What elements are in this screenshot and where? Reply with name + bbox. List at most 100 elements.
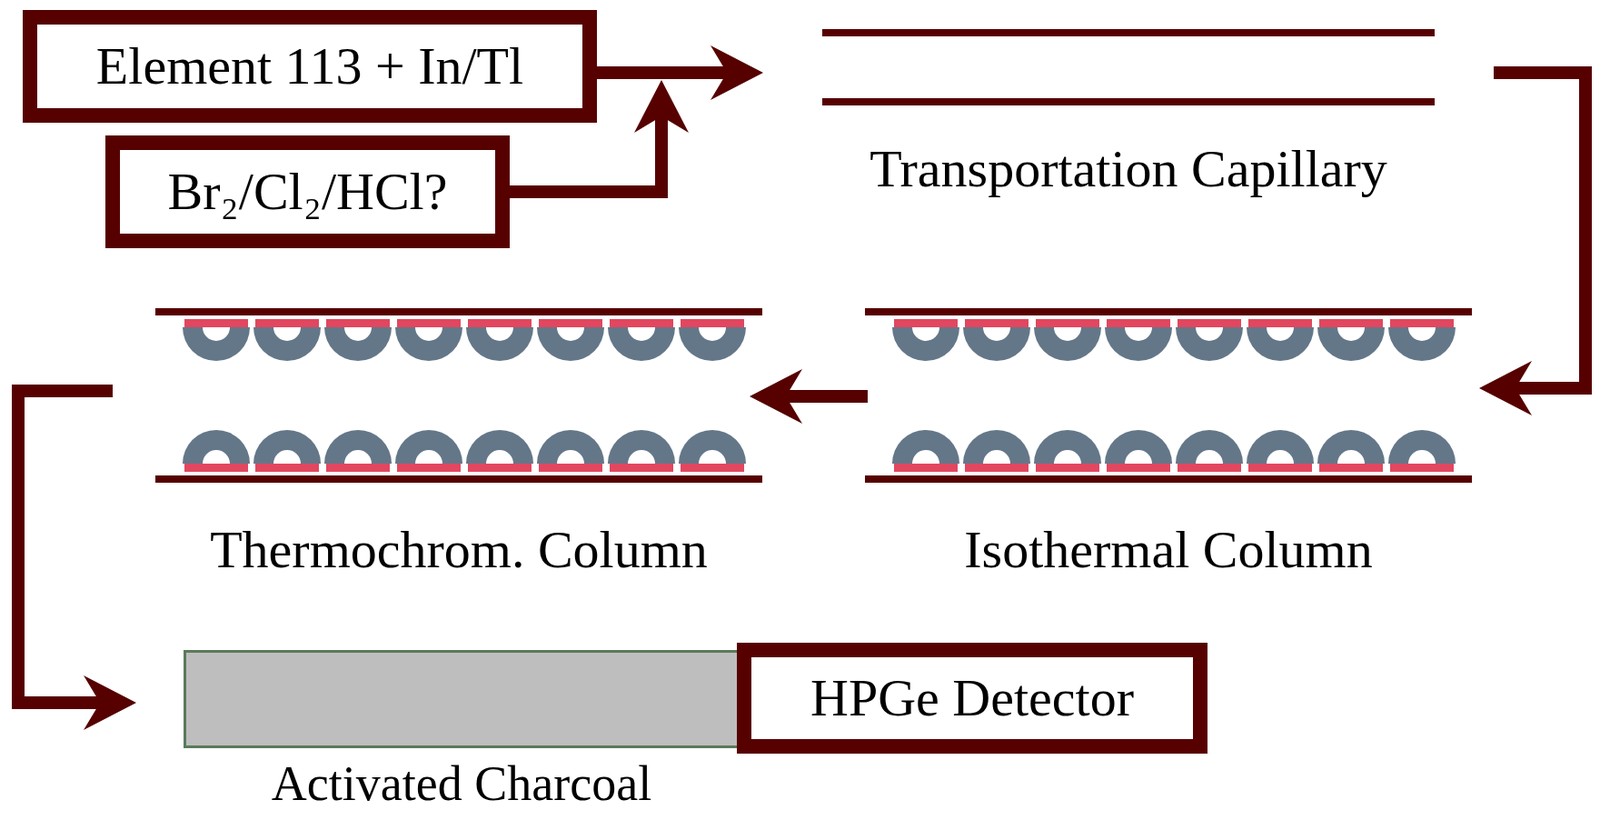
half-ring (466, 327, 534, 361)
flow-arrow (1479, 72, 1586, 416)
column-drawing (155, 304, 763, 487)
half-ring (324, 429, 392, 464)
detector-strip (326, 463, 390, 472)
flow-line (1493, 72, 1586, 388)
half-ring (253, 429, 321, 464)
half-ring (1388, 327, 1456, 361)
detector-strip (1035, 318, 1100, 328)
capillary-tube (763, 27, 1494, 110)
half-ring (395, 429, 463, 464)
detector-strip (184, 463, 249, 472)
half-ring (253, 327, 321, 361)
capillary-wall (822, 29, 1435, 37)
reagent-box: Br₂/Cl₂/HCl? (105, 135, 510, 249)
detector-strip (538, 463, 603, 472)
arrowhead (749, 368, 803, 424)
half-ring (1033, 429, 1102, 464)
detector-strip (1106, 318, 1171, 328)
detector-strip (1035, 463, 1100, 472)
flow-line (18, 390, 113, 703)
half-ring (536, 429, 605, 464)
half-ring (395, 327, 463, 361)
column-wall (864, 475, 1472, 483)
half-ring (324, 327, 392, 361)
node-label: Br₂/Cl₂/HCl? (168, 162, 448, 221)
half-ring (1246, 429, 1314, 464)
half-ring (892, 429, 960, 464)
half-ring (1246, 327, 1314, 361)
detector-box: HPGe Detector (736, 642, 1208, 754)
half-ring (1104, 429, 1173, 464)
half-ring (607, 429, 676, 464)
detector-strip (255, 463, 319, 472)
label-row: Transportation Capillary (763, 139, 1494, 199)
half-ring (536, 327, 605, 361)
half-ring (678, 429, 746, 464)
node-label: Activated Charcoal (271, 755, 652, 811)
half-ring (1175, 327, 1243, 361)
column-drawing (864, 304, 1472, 487)
flow-line (785, 389, 868, 403)
detector-strip (467, 463, 532, 472)
detector-strip (467, 318, 532, 328)
detector-strip (1106, 463, 1171, 472)
detector-strip (964, 318, 1029, 328)
half-ring (963, 327, 1031, 361)
detector-strip (894, 318, 958, 328)
node-label: Element 113 + In/Tl (96, 37, 524, 96)
node-label: HPGe Detector (810, 668, 1134, 727)
half-ring (1175, 429, 1243, 464)
half-ring (963, 429, 1031, 464)
charcoal-trap: Activated Charcoal (183, 649, 740, 820)
arrowhead (83, 675, 137, 730)
label-row: Thermochrom. Column (155, 520, 763, 579)
flow-arrow (18, 390, 137, 730)
detector-strip (964, 463, 1029, 472)
detector-strip (1390, 318, 1454, 328)
half-ring (607, 327, 676, 361)
detector-strip (1319, 463, 1383, 472)
half-ring (1317, 429, 1385, 464)
half-ring (1104, 327, 1173, 361)
detector-strip (255, 318, 319, 328)
detector-strip (326, 318, 390, 328)
detector-strip (397, 463, 461, 472)
node-label: Isothermal Column (963, 519, 1372, 579)
charcoal-trap-body (183, 649, 740, 748)
half-ring (1388, 429, 1456, 464)
detector-strip (538, 318, 603, 328)
half-ring (1033, 327, 1102, 361)
detector-strip (1177, 463, 1242, 472)
arrowhead (1479, 360, 1532, 416)
detector-strip (1248, 318, 1312, 328)
detector-strip (184, 318, 249, 328)
detector-strip (609, 463, 674, 472)
detector-strip (894, 463, 958, 472)
capillary-wall (822, 98, 1435, 106)
arrowhead (710, 45, 764, 100)
node-label: Thermochrom. Column (209, 519, 708, 579)
input-box: Element 113 + In/Tl (22, 9, 597, 123)
arrowhead (634, 79, 689, 133)
half-ring (892, 327, 960, 361)
half-ring (182, 429, 250, 464)
label-row: Isothermal Column (864, 520, 1472, 579)
half-ring (466, 429, 534, 464)
column-wall (155, 475, 763, 483)
detector-strip (609, 318, 674, 328)
flow-arrow (595, 45, 764, 100)
half-ring (678, 327, 746, 361)
flow-line (595, 66, 727, 80)
label-row: Activated Charcoal (183, 756, 740, 811)
capillary: Transportation Capillary (763, 27, 1494, 209)
column-wall (155, 308, 763, 316)
isothermal-column: Isothermal Column (864, 304, 1472, 587)
detector-strip (397, 318, 461, 328)
detector-strip (680, 463, 745, 472)
detector-strip (1248, 463, 1312, 472)
detector-strip (1390, 463, 1454, 472)
half-ring (182, 327, 250, 361)
column-wall (864, 308, 1472, 316)
half-ring (1317, 327, 1385, 361)
